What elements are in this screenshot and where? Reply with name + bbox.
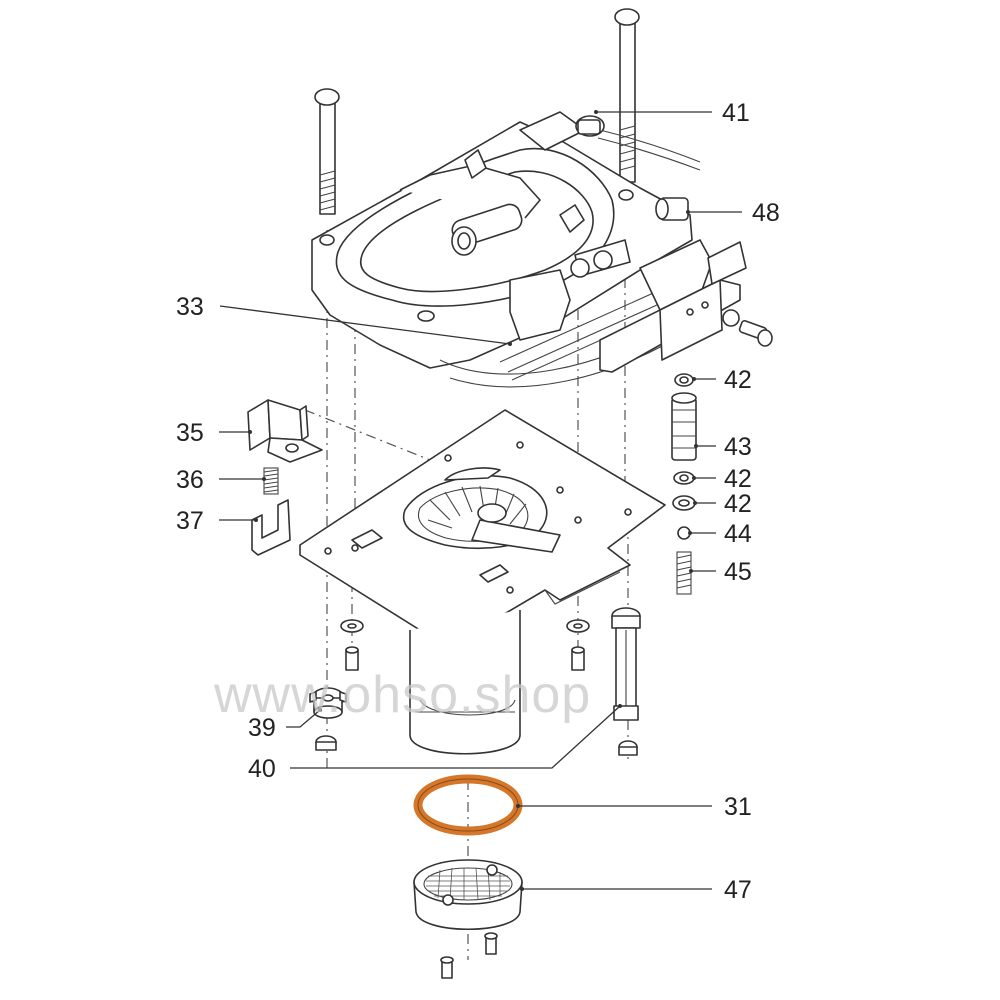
callout-43: 43 bbox=[724, 433, 752, 461]
callout-36: 36 bbox=[176, 466, 204, 494]
leader-lines bbox=[219, 110, 742, 891]
callout-42-top: 42 bbox=[724, 366, 752, 394]
callout-35: 35 bbox=[176, 419, 204, 447]
motor-cylinder bbox=[409, 610, 521, 755]
shaft-assembly bbox=[611, 607, 641, 756]
cable-41 bbox=[575, 115, 701, 171]
connector-48 bbox=[655, 197, 689, 221]
callout-39: 39 bbox=[248, 714, 276, 742]
callout-47: 47 bbox=[724, 876, 752, 904]
washer-left bbox=[340, 619, 364, 633]
screw-left bbox=[345, 646, 359, 671]
callout-41: 41 bbox=[722, 99, 750, 127]
nut-left bbox=[315, 735, 337, 751]
gear-39 bbox=[309, 687, 347, 719]
callout-33: 33 bbox=[176, 293, 204, 321]
bracket-37 bbox=[251, 499, 291, 556]
upper-housing bbox=[311, 111, 713, 388]
washer-42-mid bbox=[673, 471, 695, 485]
washer-42-low bbox=[672, 495, 696, 511]
filter-cap-47 bbox=[413, 859, 523, 931]
spring-45 bbox=[676, 551, 692, 595]
bolt-right bbox=[614, 8, 640, 183]
screw-right bbox=[571, 646, 585, 671]
base-plate bbox=[299, 409, 666, 653]
callout-44: 44 bbox=[724, 520, 752, 548]
callout-37: 37 bbox=[176, 507, 204, 535]
callout-48: 48 bbox=[752, 199, 780, 227]
callout-42-low: 42 bbox=[724, 490, 752, 518]
washer-42-top bbox=[674, 373, 694, 387]
side-bracket bbox=[599, 241, 773, 373]
callout-labels: 41 48 33 35 36 37 42 43 42 42 44 45 39 4… bbox=[176, 99, 780, 904]
washer-right bbox=[566, 619, 590, 633]
spring-36 bbox=[263, 467, 279, 495]
watermark-text: www.ohso.shop bbox=[213, 666, 591, 724]
valve-43 bbox=[671, 392, 697, 461]
bolt-left bbox=[314, 88, 340, 215]
callout-45: 45 bbox=[724, 558, 752, 586]
clip-35 bbox=[247, 399, 323, 463]
screws-bottom bbox=[440, 932, 498, 979]
callout-31: 31 bbox=[724, 793, 752, 821]
callout-42-mid: 42 bbox=[724, 465, 752, 493]
callout-40: 40 bbox=[248, 755, 276, 783]
